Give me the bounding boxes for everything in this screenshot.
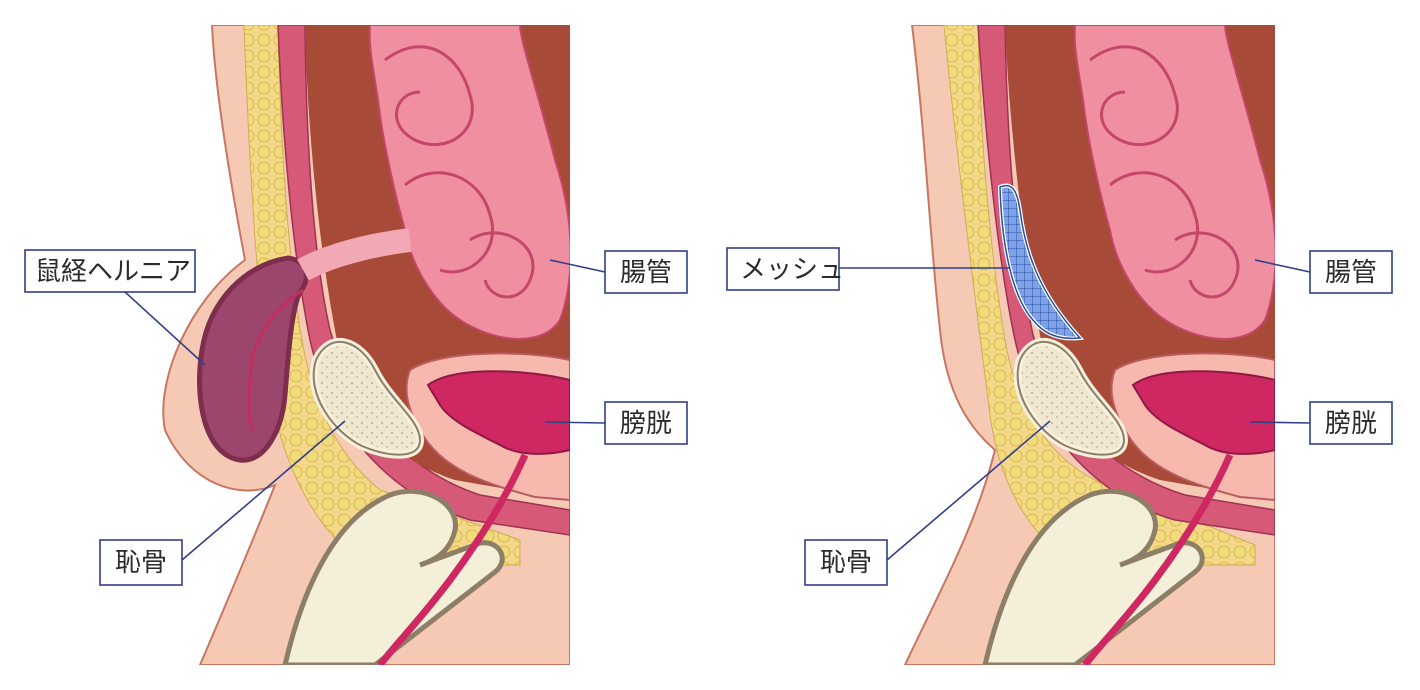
left-hernia-channel <box>297 228 412 281</box>
right-urethra <box>1082 453 1234 665</box>
left-lower-bone <box>282 488 505 665</box>
right-intestine-label-box <box>1309 250 1393 294</box>
right-pubic-leader <box>886 420 1051 561</box>
left-pubic-label: 恥骨 <box>115 548 167 578</box>
left-pubic-label-box <box>99 539 183 586</box>
left-illustration <box>162 25 570 665</box>
right-bladder <box>1131 370 1275 455</box>
right-bladder-label-box <box>1309 401 1393 445</box>
right-bladder-leader <box>1249 421 1311 424</box>
left-hernia-label: 鼠経ヘルニア <box>35 257 191 287</box>
left-bladder-leader <box>544 421 606 424</box>
left-urethra <box>377 453 529 665</box>
left-intestine-label: 腸管 <box>620 258 672 288</box>
left-bladder-label: 膀胱 <box>620 409 672 439</box>
right-mesh-label: メッシュ <box>740 255 844 285</box>
left-intestine-label-box <box>604 250 688 294</box>
right-pubic-label: 恥骨 <box>820 548 872 578</box>
left-hernia-label-box <box>24 249 196 293</box>
right-illustration <box>903 25 1275 665</box>
right-fat-layer <box>943 25 1256 566</box>
right-mesh-label-box <box>726 247 840 291</box>
left-hernia-loop <box>247 288 304 431</box>
right-pubic-label-box <box>804 539 888 586</box>
right-callouts: メッシュ 腸管 膀胱 恥骨 <box>726 247 1393 586</box>
left-hernia-leader <box>124 291 206 366</box>
right-intestine-label: 腸管 <box>1325 258 1377 288</box>
left-bladder <box>426 370 570 455</box>
left-callouts: 鼠経ヘルニア 腸管 膀胱 恥骨 <box>24 249 688 586</box>
left-pubic-leader <box>181 420 346 561</box>
right-intestine-leader <box>1254 259 1311 273</box>
right-lower-bone <box>982 488 1205 665</box>
left-intestine-leader <box>549 259 606 273</box>
right-bladder-label: 膀胱 <box>1325 409 1377 439</box>
